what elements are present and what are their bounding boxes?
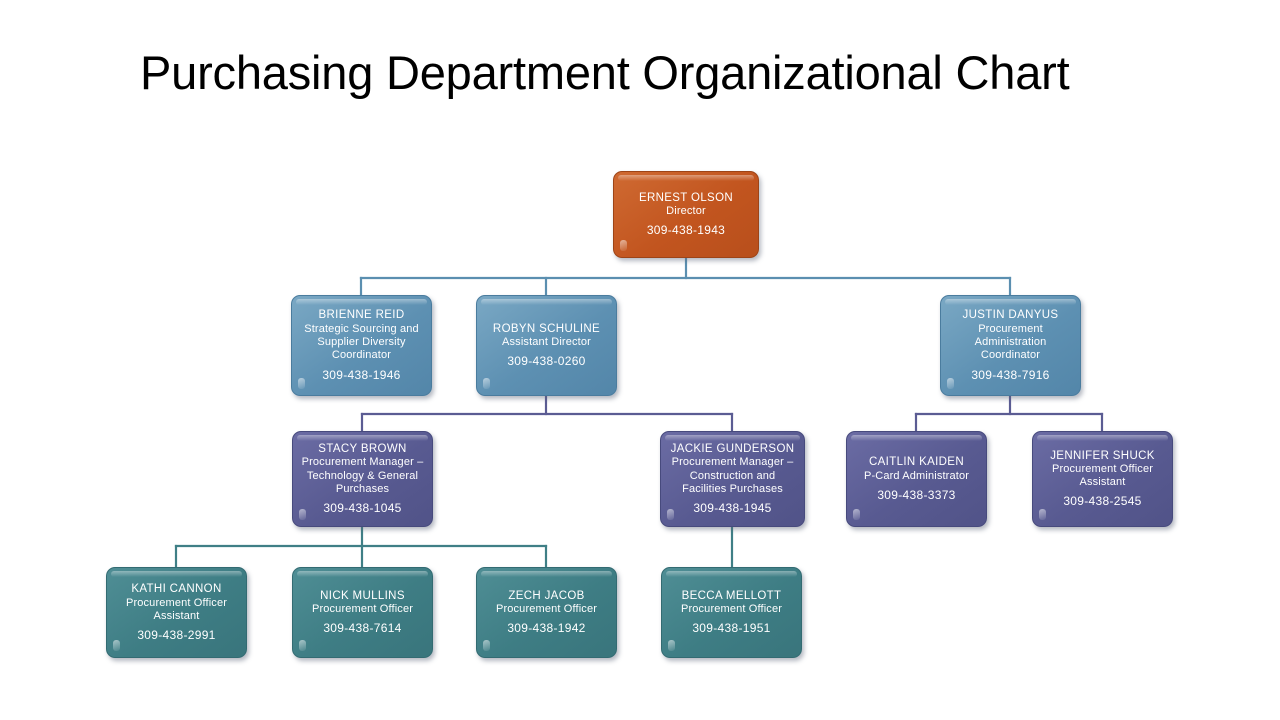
node-title: Procurement Manager – Construction and F… xyxy=(671,456,794,495)
connector-director-to-level2 xyxy=(359,256,1012,297)
node-name: JENNIFER SHUCK xyxy=(1050,449,1155,462)
node-title: Assistant Director xyxy=(502,336,591,349)
org-node-zech-jacob[interactable]: ZECH JACOB Procurement Officer 309-438-1… xyxy=(476,567,617,658)
node-phone: 309-438-2545 xyxy=(1063,494,1142,509)
org-node-nick-mullins[interactable]: NICK MULLINS Procurement Officer 309-438… xyxy=(292,567,433,658)
node-name: ERNEST OLSON xyxy=(638,191,734,204)
node-phone: 309-438-7614 xyxy=(323,621,402,636)
org-node-jennifer-shuck[interactable]: JENNIFER SHUCK Procurement Officer Assis… xyxy=(1032,431,1173,527)
node-phone: 309-438-1943 xyxy=(646,223,726,238)
node-phone: 309-438-0260 xyxy=(507,354,586,369)
connector-robyn-to-managers xyxy=(360,394,734,433)
org-node-caitlin-kaiden[interactable]: CAITLIN KAIDEN P-Card Administrator 309-… xyxy=(846,431,987,527)
node-phone: 309-438-7916 xyxy=(971,367,1050,382)
node-phone: 309-438-1945 xyxy=(693,501,772,516)
org-node-stacy-brown[interactable]: STACY BROWN Procurement Manager – Techno… xyxy=(292,431,433,527)
node-name: ROBYN SCHULINE xyxy=(492,322,601,335)
page-title: Purchasing Department Organizational Cha… xyxy=(140,46,1070,99)
node-title: Procurement Manager – Technology & Gener… xyxy=(301,456,424,495)
org-node-justin-danyus[interactable]: JUSTIN DANYUS Procurement Administration… xyxy=(940,295,1081,396)
node-title: Procurement Officer xyxy=(680,603,783,616)
node-name: JUSTIN DANYUS xyxy=(962,309,1059,322)
node-phone: 309-438-1951 xyxy=(692,621,771,636)
connector-stacy-to-officers xyxy=(174,525,548,569)
org-node-kathi-cannon[interactable]: KATHI CANNON Procurement Officer Assista… xyxy=(106,567,247,658)
node-name: KATHI CANNON xyxy=(131,583,222,596)
connector-justin-to-staff xyxy=(914,394,1104,433)
node-phone: 309-438-1946 xyxy=(322,367,401,382)
node-phone: 309-438-2991 xyxy=(137,627,216,642)
node-title: P-Card Administrator xyxy=(863,469,970,482)
node-title: Procurement Administration Coordinator xyxy=(974,322,1047,362)
node-name: STACY BROWN xyxy=(318,442,407,455)
node-title: Procurement Officer Assistant xyxy=(125,596,228,622)
node-name: CAITLIN KAIDEN xyxy=(868,456,964,469)
node-phone: 309-438-3373 xyxy=(877,487,956,502)
node-title: Procurement Officer Assistant xyxy=(1051,463,1154,489)
org-node-brienne-reid[interactable]: BRIENNE REID Strategic Sourcing and Supp… xyxy=(291,295,432,396)
node-title: Procurement Officer xyxy=(311,603,414,616)
node-title: Procurement Officer xyxy=(495,603,598,616)
node-title: Director xyxy=(666,205,706,218)
node-name: JACKIE GUNDERSON xyxy=(670,442,795,455)
node-name: BECCA MELLOTT xyxy=(681,589,782,602)
node-name: NICK MULLINS xyxy=(320,589,405,602)
node-title: Strategic Sourcing and Supplier Diversit… xyxy=(304,322,419,362)
node-name: ZECH JACOB xyxy=(508,589,585,602)
node-phone: 309-438-1942 xyxy=(507,621,586,636)
org-node-becca-mellott[interactable]: BECCA MELLOTT Procurement Officer 309-43… xyxy=(661,567,802,658)
org-node-robyn-schuline[interactable]: ROBYN SCHULINE Assistant Director 309-43… xyxy=(476,295,617,396)
org-node-ernest-olson[interactable]: ERNEST OLSON Director 309-438-1943 xyxy=(613,171,759,258)
node-name: BRIENNE REID xyxy=(318,309,405,322)
node-phone: 309-438-1045 xyxy=(323,501,402,516)
org-node-jackie-gunderson[interactable]: JACKIE GUNDERSON Procurement Manager – C… xyxy=(660,431,805,527)
